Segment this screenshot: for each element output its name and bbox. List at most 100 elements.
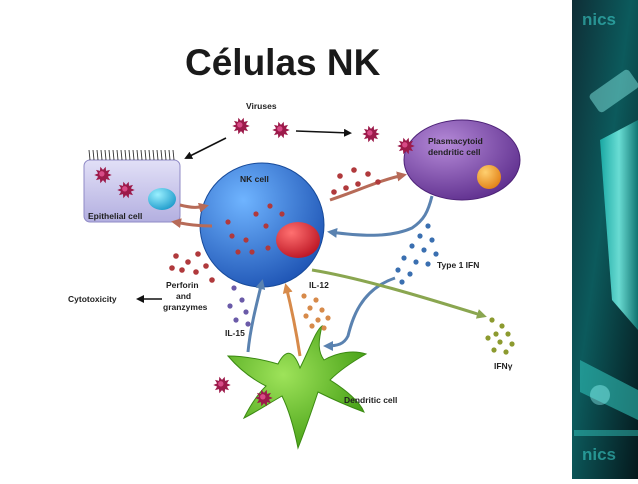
type1-ifn-dot xyxy=(417,233,423,239)
perforin-dot xyxy=(179,267,185,273)
epithelial-cilia xyxy=(88,149,175,161)
cilium xyxy=(140,149,143,161)
il15-dot xyxy=(239,297,245,303)
perforin-label-line1: Perforin xyxy=(166,280,199,290)
ifng-dot xyxy=(503,349,509,355)
type1-ifn-dot xyxy=(433,251,439,257)
ifng-dot xyxy=(489,317,495,323)
ifng-dot xyxy=(505,331,511,337)
il12-dot xyxy=(325,315,331,321)
ifng-dot xyxy=(493,331,499,337)
virus-icon xyxy=(213,376,231,394)
cilium xyxy=(96,149,99,161)
pdc-label-line1: Plasmacytoid xyxy=(428,136,483,146)
dendritic-cell-label: Dendritic cell xyxy=(344,395,397,405)
cytokine-dot xyxy=(351,167,357,173)
ifng-dot xyxy=(499,323,505,329)
virus-group xyxy=(94,117,415,407)
virus-icon xyxy=(397,137,415,155)
perforin-dot xyxy=(195,251,201,257)
ifng-dot xyxy=(509,341,515,347)
ifng-label: IFNγ xyxy=(494,361,513,371)
cilium xyxy=(100,149,103,161)
type1-ifn-dot xyxy=(429,237,435,243)
cilium xyxy=(160,149,163,161)
arrow-dc-il12-to-nk xyxy=(282,283,302,357)
il12-dot xyxy=(307,305,313,311)
arrow-nk-to-epithelial xyxy=(171,218,213,229)
side-brand-bottom: nics xyxy=(582,445,616,464)
granule-dot xyxy=(267,203,273,209)
type1-ifn-dot xyxy=(413,259,419,265)
arrow-nk-to-ifng xyxy=(311,268,487,319)
perforin-dot xyxy=(209,277,215,283)
il12-dot xyxy=(303,313,309,319)
viruses-label: Viruses xyxy=(246,101,277,111)
type1-ifn-dot xyxy=(425,223,431,229)
cilium xyxy=(144,149,147,161)
ifng-dot xyxy=(485,335,491,341)
cilium xyxy=(116,149,119,161)
granule-dot xyxy=(235,249,241,255)
perforin-label-line3: granzymes xyxy=(163,302,208,312)
granule-dot xyxy=(243,237,249,243)
arrow-nk-to-pdc xyxy=(329,171,407,202)
type1-ifn-dot xyxy=(407,271,413,277)
cytokine-dot xyxy=(365,171,371,177)
il15-dot xyxy=(227,303,233,309)
arrow-type1ifn-to-dc xyxy=(323,276,396,351)
cytokine-dot xyxy=(337,173,343,179)
cilium xyxy=(132,149,135,161)
il12-dot xyxy=(315,317,321,323)
cilium xyxy=(124,149,127,161)
arrow-virus-to-pdc xyxy=(295,128,352,137)
epithelial-nucleus xyxy=(148,188,176,210)
cytokine-dot xyxy=(331,189,337,195)
granule-dot xyxy=(253,211,259,217)
granule-dot xyxy=(249,249,255,255)
cilium xyxy=(104,149,107,161)
arrow-dc-il15-to-nk xyxy=(246,279,266,353)
perforin-dot xyxy=(185,259,191,265)
il15-dot xyxy=(231,285,237,291)
type1-ifn-label: Type 1 IFN xyxy=(437,260,479,270)
il15-label: IL-15 xyxy=(225,328,245,338)
cilium xyxy=(156,149,159,161)
pdc-nucleus xyxy=(477,165,501,189)
cilium xyxy=(92,149,95,161)
type1-ifn-dot xyxy=(421,247,427,253)
nk-nucleus xyxy=(276,222,320,258)
perforin-dot xyxy=(169,265,175,271)
perforin-dot xyxy=(203,263,209,269)
nk-cell: NK cell xyxy=(199,162,325,288)
type1-ifn-dot xyxy=(425,261,431,267)
ifng-dot xyxy=(491,347,497,353)
cytokine-dots xyxy=(169,167,515,355)
cytokine-dot xyxy=(375,179,381,185)
il15-dot xyxy=(233,317,239,323)
il12-dot xyxy=(313,297,319,303)
il12-label: IL-12 xyxy=(309,280,329,290)
virus-icon xyxy=(94,166,112,184)
il12-dot xyxy=(309,323,315,329)
il15-dot xyxy=(245,321,251,327)
plasmacytoid-dendritic-cell: Plasmacytoid dendritic cell xyxy=(403,119,521,201)
cilium xyxy=(136,149,139,161)
perforin-dot xyxy=(173,253,179,259)
virus-icon xyxy=(232,117,250,135)
cilium xyxy=(168,149,171,161)
cilium xyxy=(112,149,115,161)
type1-ifn-dot xyxy=(399,279,405,285)
cilium xyxy=(148,149,151,161)
il12-dot xyxy=(301,293,307,299)
perforin-label-line2: and xyxy=(176,291,191,301)
ifng-dot xyxy=(497,339,503,345)
side-brand-top: nics xyxy=(582,10,616,29)
arrow-epithelial-to-nk xyxy=(179,202,209,213)
type1-ifn-dot xyxy=(409,243,415,249)
cilium xyxy=(164,149,167,161)
virus-icon xyxy=(362,125,380,143)
il12-dot xyxy=(321,325,327,331)
